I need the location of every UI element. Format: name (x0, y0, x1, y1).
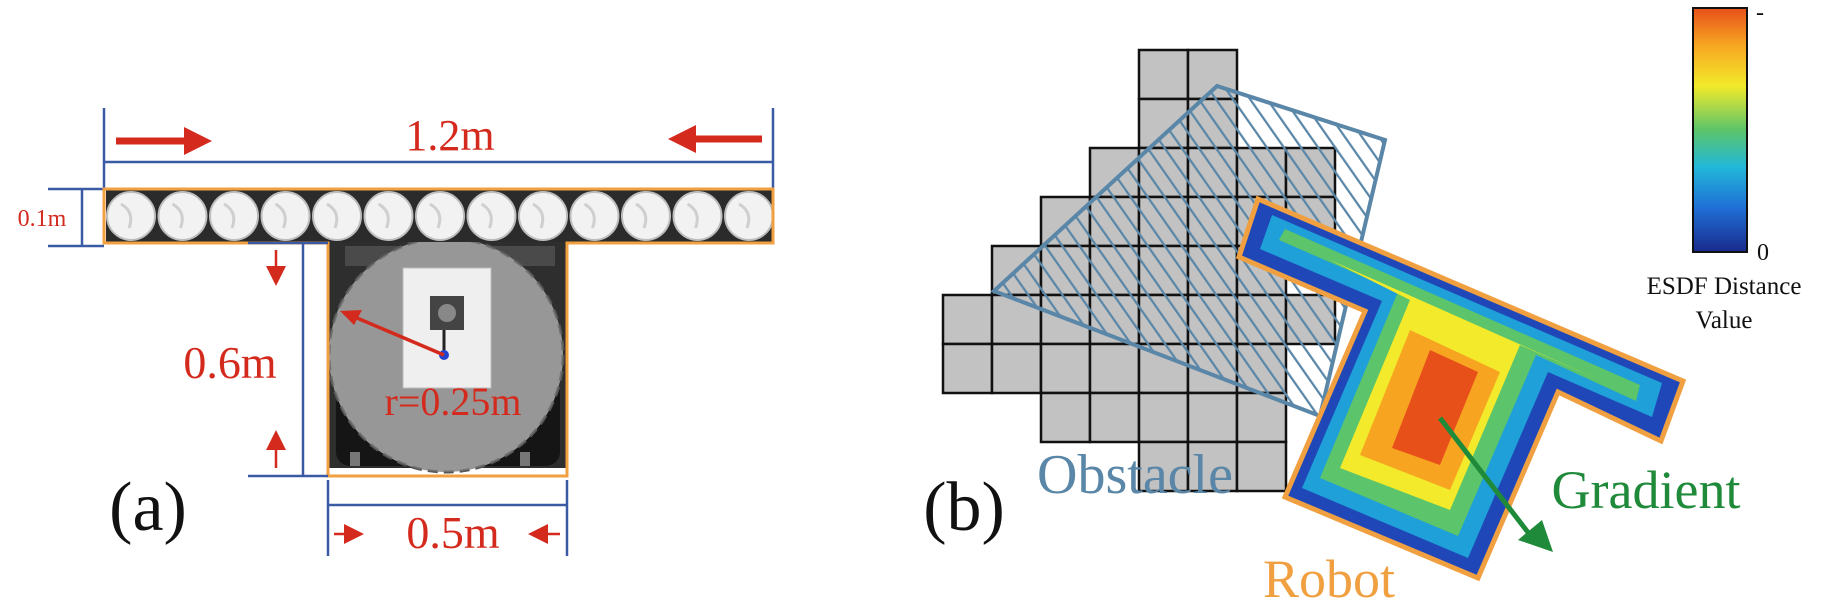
colorbar: - 0 ESDF Distance Value (1647, 0, 1802, 334)
roller-shading (686, 202, 699, 229)
arrow-right-icon (116, 127, 212, 155)
arrow-left-icon (668, 125, 762, 153)
thickness-label: 0.1m (18, 206, 67, 232)
base-width-label: 0.5m (406, 507, 500, 558)
colorbar-title-line1: ESDF Distance (1647, 273, 1802, 300)
grid-cell (1186, 391, 1239, 444)
roller-shading (120, 202, 133, 229)
colorbar-max-tick: - (1756, 0, 1764, 26)
grid-cell (990, 342, 1043, 395)
roller-shading (377, 202, 390, 229)
obstacle-label: Obstacle (1037, 444, 1233, 506)
radius-label: r=0.25m (385, 379, 522, 424)
roller-shading (635, 202, 648, 229)
radius-arrow (349, 313, 445, 357)
panel-b-label: (b) (923, 469, 1005, 546)
robot-esdf-shape (1235, 195, 1687, 582)
roller-shading (532, 202, 545, 229)
colorbar-gradient (1692, 7, 1748, 253)
grid-cell (941, 293, 994, 346)
width-label: 1.2m (405, 111, 494, 160)
obstacle-polygon (990, 83, 1388, 419)
gradient-label: Gradient (1552, 460, 1741, 520)
grid-cell (1039, 342, 1092, 395)
grid-cell (1039, 391, 1092, 444)
robot-footprint-outline (102, 187, 775, 478)
roller-shading (223, 202, 236, 229)
roller-shading (326, 202, 339, 229)
roller-shading (429, 202, 442, 229)
panel-a: 1.2m 0.1m r=0.25m (18, 108, 775, 558)
gradient-arrowhead (1518, 520, 1553, 552)
grid-cell (1088, 342, 1141, 395)
roller-shading (738, 202, 751, 229)
roller-shading (274, 202, 287, 229)
height-label: 0.6m (183, 337, 277, 388)
panel-b: Obstacle Gradient Robot (b) - 0 ESDF Dis… (923, 0, 1801, 600)
gradient-arrow-icon (1438, 416, 1532, 537)
robot-base-icon (327, 236, 568, 474)
colorbar-min-tick: 0 (1757, 240, 1769, 266)
grid-cell (1186, 440, 1239, 493)
roller-shading (583, 202, 596, 229)
grid-cell (1137, 48, 1190, 101)
roller-row (106, 191, 774, 241)
grid-cell (1137, 391, 1190, 444)
radius-arrowhead (340, 310, 362, 325)
grid-cell (1088, 391, 1141, 444)
grid-cell (941, 342, 994, 395)
colorbar-title-line2: Value (1696, 307, 1753, 334)
robot-label: Robot (1263, 549, 1395, 600)
panel-a-label: (a) (109, 469, 187, 546)
roller-shading (171, 202, 184, 229)
roller-shading (480, 202, 493, 229)
grid-cell (1235, 440, 1288, 493)
